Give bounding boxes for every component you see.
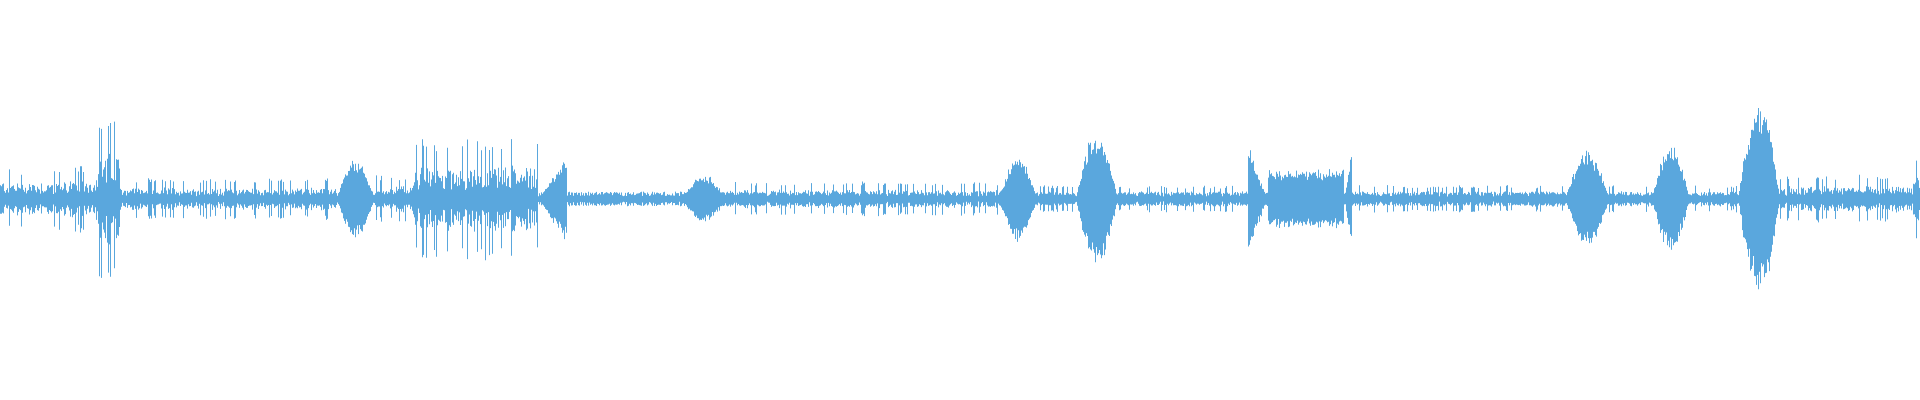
waveform-bars (0, 108, 1920, 290)
